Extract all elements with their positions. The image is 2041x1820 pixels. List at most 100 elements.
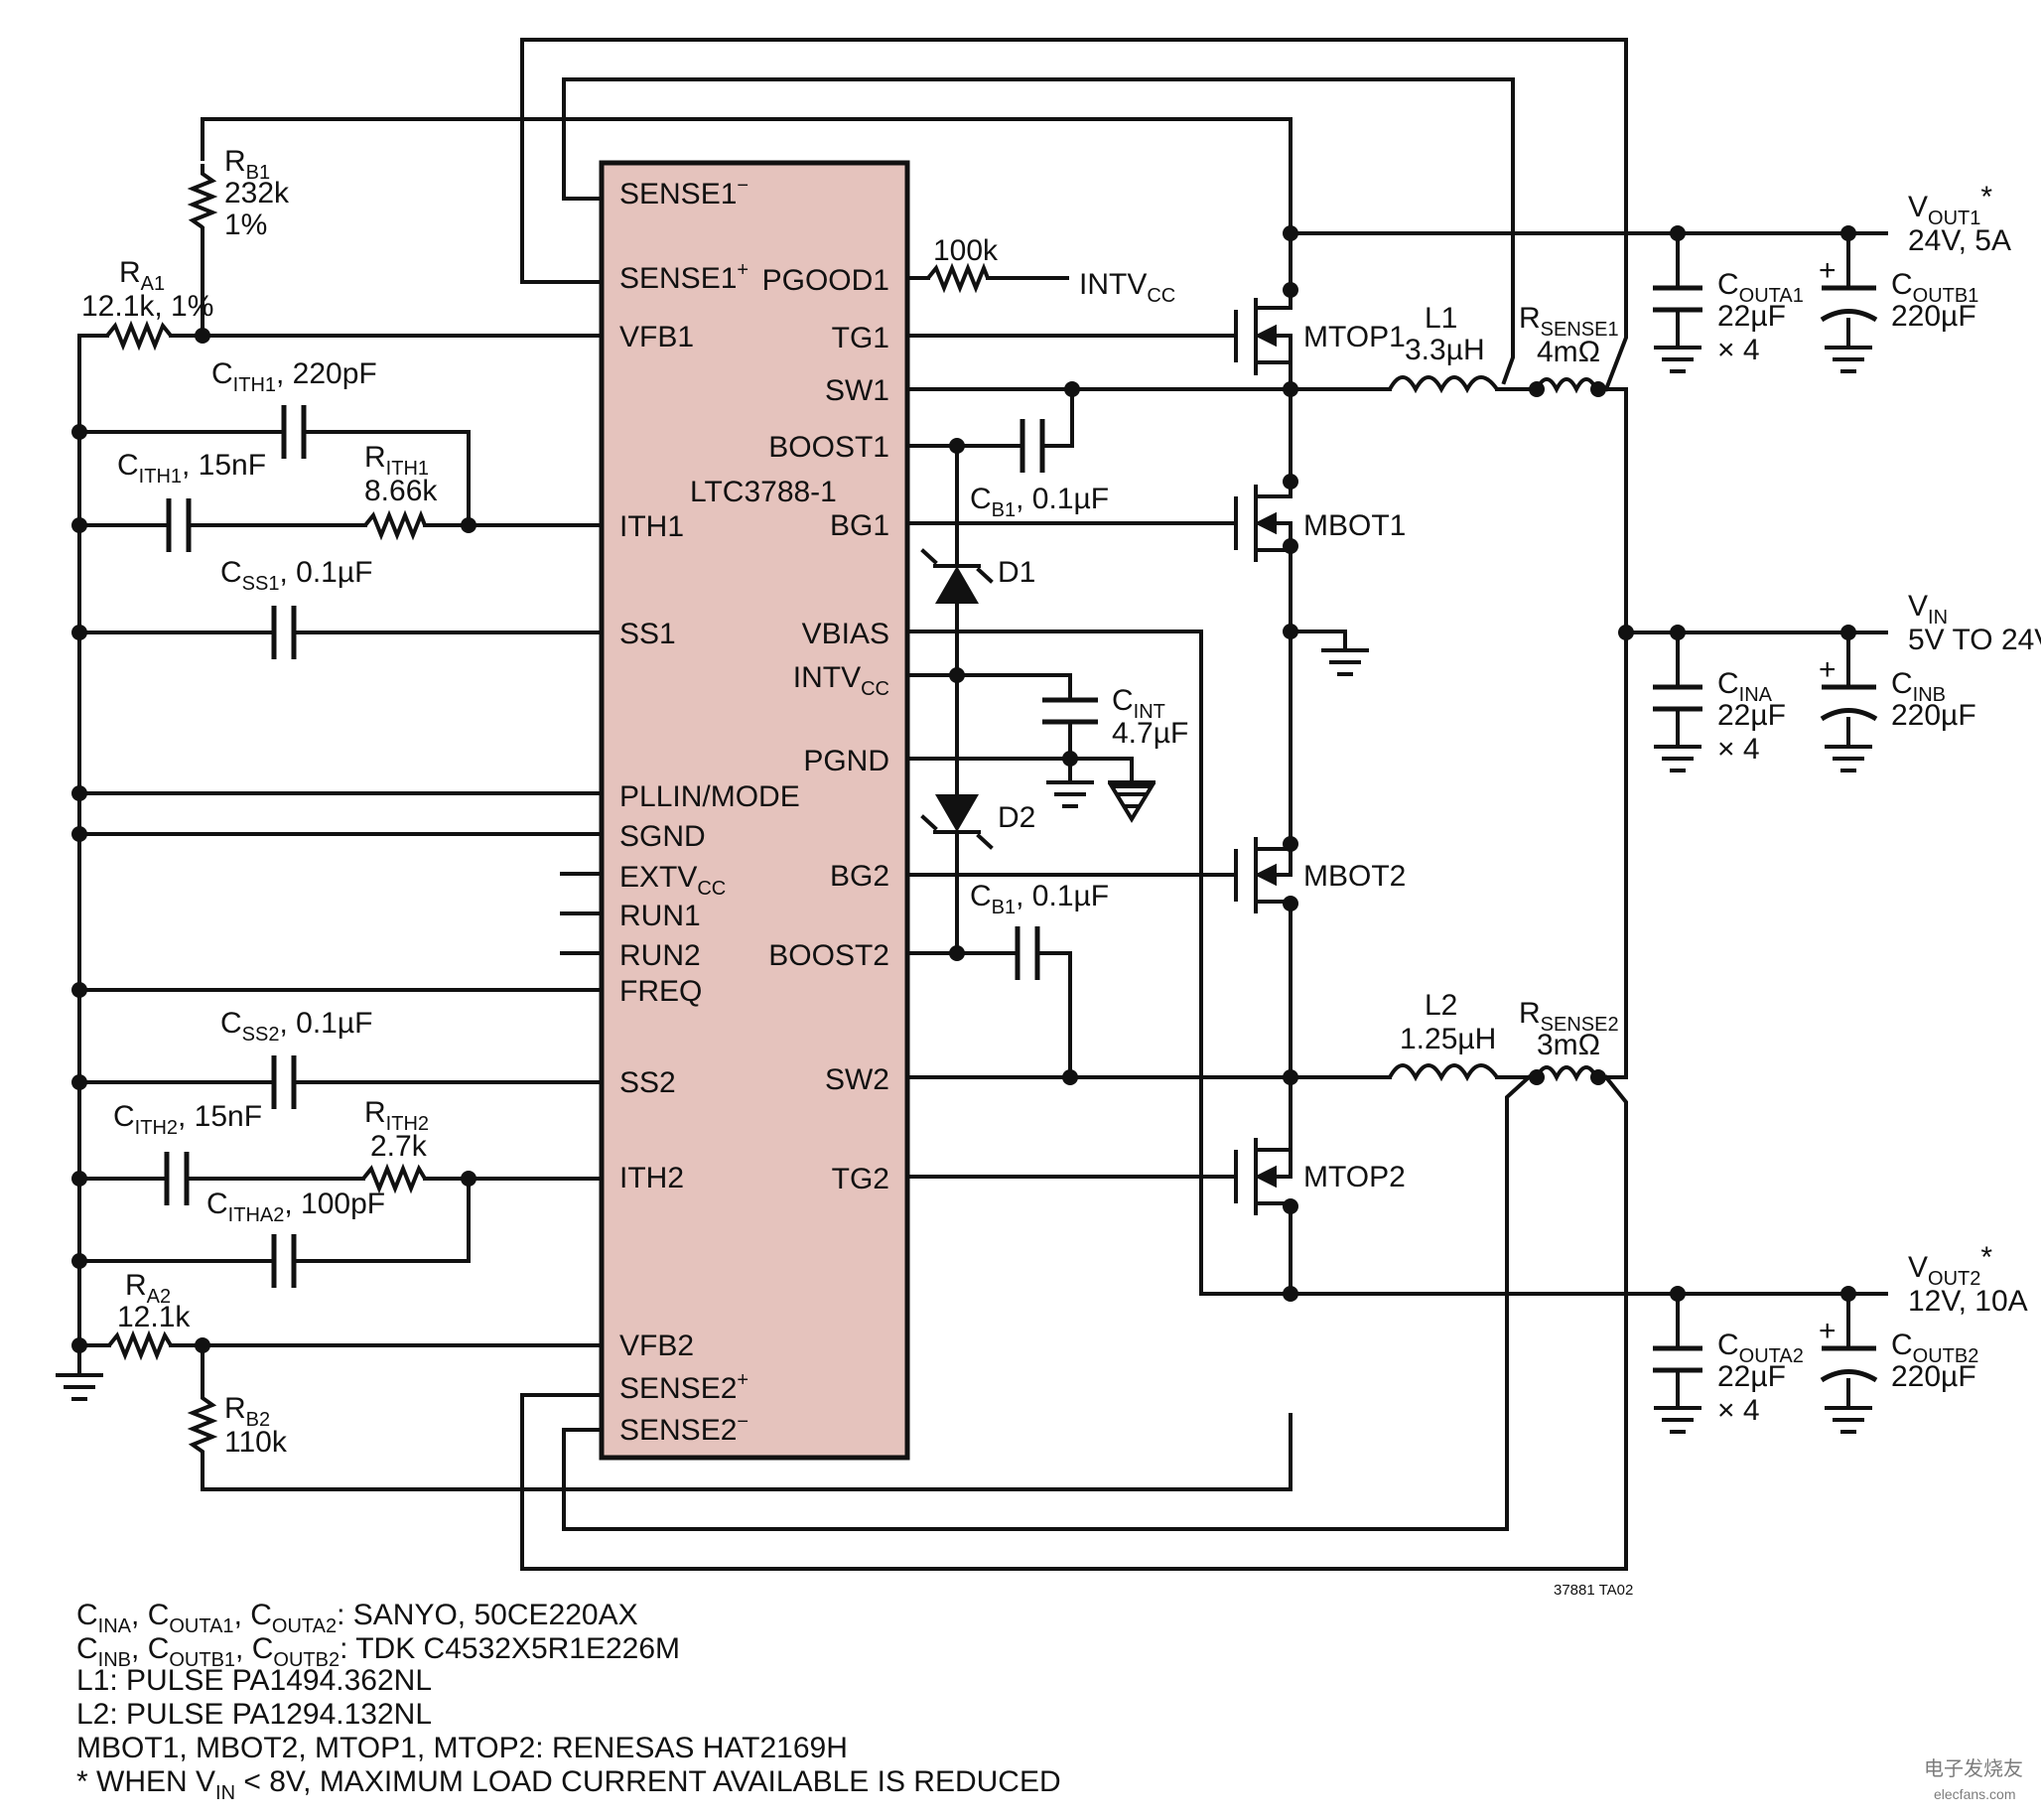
label-couta2-count: × 4 [1717, 1394, 1760, 1427]
diodes [920, 548, 994, 850]
sense-resistors [1535, 377, 1598, 1082]
label-cb2: CB1, 0.1µF [970, 880, 1109, 918]
label-coutb2: COUTB2 [1891, 1329, 1978, 1367]
ground-icon [1321, 648, 1369, 676]
label-cint-value: 4.7µF [1112, 717, 1188, 750]
junction-dot [1283, 624, 1298, 639]
mosfet-mbot2-icon [1234, 837, 1293, 913]
label-mbot2: MBOT2 [1303, 860, 1406, 893]
pin-label-ith1: ITH1 [619, 510, 684, 543]
junction-dot [1283, 1286, 1298, 1302]
resistor-rb1 [187, 164, 218, 229]
note-4: L2: PULSE PA1294.132NL [76, 1698, 432, 1731]
ground-icon [56, 1373, 103, 1401]
cap-bank-vin [1653, 630, 1878, 772]
junction-dot [195, 1337, 210, 1353]
label-rsense1: RSENSE1 [1519, 302, 1619, 341]
junction-dot [71, 625, 87, 640]
plus-coutb1: + [1819, 254, 1837, 287]
pin-label-pllin: PLLIN/MODE [619, 780, 800, 813]
label-mtop2: MTOP2 [1303, 1161, 1406, 1193]
ground-icon [1046, 757, 1094, 808]
junction-dot [1062, 1069, 1078, 1085]
junction-dot [71, 424, 87, 440]
pin-label-run2: RUN2 [619, 939, 701, 972]
watermark: 电子发烧友 elecfans.com [1924, 1757, 2023, 1802]
note-5: MBOT1, MBOT2, MTOP1, MTOP2: RENESAS HAT2… [76, 1732, 848, 1764]
resistor-ra2 [107, 1330, 173, 1361]
mosfet-mbot1-icon [1234, 482, 1293, 562]
label-l2: L2 [1425, 989, 1457, 1022]
label-couta1-value: 22µF [1717, 300, 1786, 333]
junction-dot [1590, 1069, 1606, 1085]
pin-label-boost2: BOOST2 [768, 939, 889, 972]
label-rb1-value: 232k [224, 177, 290, 210]
label-mtop1: MTOP1 [1303, 321, 1406, 353]
junction-dot [1283, 474, 1298, 490]
label-rith1: RITH1 [364, 441, 429, 480]
pin-label-boost1: BOOST1 [768, 431, 889, 464]
junction-dot [1840, 225, 1856, 241]
labels-right: 100k INTVCC CB1, 0.1µF D1 CINT 4.7µF D2 … [933, 181, 2041, 1599]
junction-dot [461, 1171, 476, 1187]
junction-dot [1064, 381, 1080, 397]
note-2: CINB, COUTB1, COUTB2: TDK C4532X5R1E226M [76, 1632, 680, 1671]
label-cina-count: × 4 [1717, 733, 1760, 766]
pin-label-vfb1: VFB1 [619, 321, 694, 353]
pin-label-tg2: TG2 [832, 1163, 889, 1195]
pin-label-bg2: BG2 [830, 860, 889, 893]
resistor-rsense2 [1535, 1065, 1598, 1082]
notes: CINA, COUTA1, COUTA2: SANYO, 50CE220AX C… [76, 1599, 1061, 1804]
pin-label-sense2p: SENSE2+ [619, 1369, 748, 1405]
junction-dot [71, 517, 87, 533]
mosfet-mtop1-icon [1234, 290, 1293, 377]
junction-dot [949, 438, 965, 454]
label-rb2: RB2 [224, 1392, 270, 1431]
plus-coutb2: + [1819, 1315, 1837, 1347]
pin-label-tg1: TG1 [832, 322, 889, 354]
junction-dot [71, 1074, 87, 1090]
ic-name: LTC3788-1 [690, 476, 837, 508]
pin-label-sw2: SW2 [825, 1063, 889, 1096]
label-l1: L1 [1425, 302, 1457, 335]
label-l2-value: 1.25µH [1400, 1023, 1496, 1055]
cap-bank-vout1 [1653, 231, 1878, 373]
junction-dot [71, 826, 87, 842]
label-couta2: COUTA2 [1717, 1329, 1804, 1367]
label-l1-value: 3.3µH [1405, 334, 1485, 366]
label-rsense2: RSENSE2 [1519, 997, 1619, 1036]
label-vout2-spec: 12V, 10A [1908, 1285, 2028, 1318]
cap-citha2 [271, 1234, 297, 1288]
capacitors [164, 405, 1098, 1288]
pin-label-extvcc: EXTVCC [619, 861, 726, 900]
junction-dot [1670, 1286, 1686, 1302]
pin-label-sw1: SW1 [825, 374, 889, 407]
label-cith2: CITH2, 15nF [113, 1100, 262, 1139]
junction-dot [1590, 381, 1606, 397]
label-coutb2-value: 220µF [1891, 1360, 1976, 1393]
pin-label-vfb2: VFB2 [619, 1330, 694, 1362]
label-rith2-value: 2.7k [370, 1130, 428, 1163]
label-ra1: RA1 [119, 256, 165, 295]
note-3: L1: PULSE PA1494.362NL [76, 1664, 432, 1697]
pin-label-pgnd: PGND [803, 745, 889, 777]
label-ra2: RA2 [125, 1269, 171, 1308]
cap-cint [1042, 697, 1098, 725]
wires [77, 38, 1888, 1571]
junction-dot [1283, 1069, 1298, 1085]
label-rsense1-value: 4mΩ [1537, 336, 1600, 368]
label-css2: CSS2, 0.1µF [220, 1007, 372, 1046]
label-couta2-value: 22µF [1717, 1360, 1786, 1393]
junction-dot [1283, 381, 1298, 397]
label-rith1-value: 8.66k [364, 475, 438, 507]
label-rb1-tol: 1% [224, 209, 267, 241]
cap-cith1a [281, 405, 307, 459]
label-cint: CINT [1112, 684, 1165, 723]
plus-cinb: + [1819, 653, 1837, 686]
label-cith1a: CITH1, 220pF [211, 357, 377, 396]
label-rb1: RB1 [224, 145, 270, 184]
label-cina-value: 22µF [1717, 699, 1786, 732]
label-mbot1: MBOT1 [1303, 509, 1406, 542]
pin-label-sense1m: SENSE1− [619, 175, 748, 210]
junction-dot [1283, 538, 1298, 554]
